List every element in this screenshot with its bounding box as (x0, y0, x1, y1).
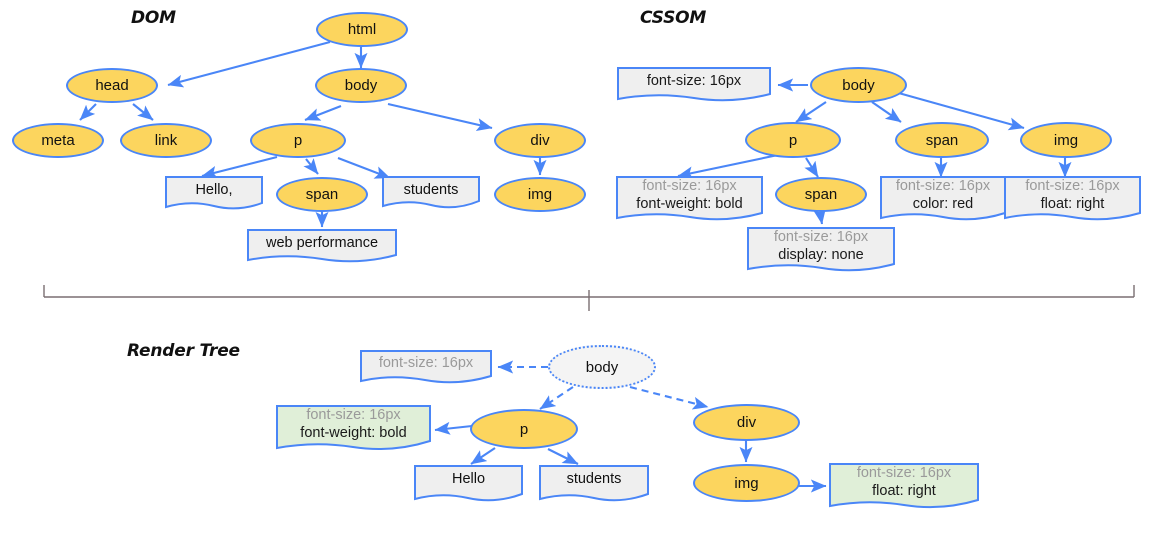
cssom-node-img[interactable]: img (1020, 122, 1112, 158)
render-node-div[interactable]: div (693, 404, 800, 441)
render-text-students-label: students (566, 470, 622, 487)
render-text-students: students (540, 466, 648, 496)
cssom-rule-span-child: font-size: 16px display: none (748, 228, 894, 268)
dom-node-link[interactable]: link (120, 123, 212, 158)
dom-text-students-label: students (403, 181, 459, 198)
dom-node-html[interactable]: html (316, 12, 408, 47)
dom-node-span[interactable]: span (276, 177, 368, 212)
dom-node-div[interactable]: div (494, 123, 586, 158)
cssom-rule-span-sibling-declared: color: red (912, 195, 974, 212)
cssom-rule-span-child-inherited: font-size: 16px (773, 228, 869, 245)
dom-node-meta[interactable]: meta (12, 123, 104, 158)
render-rule-p: font-size: 16px font-weight: bold (277, 406, 430, 446)
render-rule-p-declared: font-weight: bold (300, 424, 407, 441)
cssom-rule-body-declared: font-size: 16px (646, 72, 742, 89)
cssom-section-title: CSSOM (640, 8, 707, 28)
render-text-hello-label: Hello (451, 470, 486, 487)
dom-section-title: DOM (131, 8, 176, 28)
cssom-rule-img-declared: float: right (1040, 195, 1105, 212)
cssom-rule-span-child-declared: display: none (778, 246, 864, 263)
cssom-rule-p: font-size: 16px font-weight: bold (617, 177, 762, 217)
render-node-img[interactable]: img (693, 464, 800, 502)
render-node-body[interactable]: body (548, 345, 656, 389)
section-divider (43, 285, 1135, 311)
cssom-node-span-sibling[interactable]: span (895, 122, 989, 158)
cssom-rule-p-declared: font-weight: bold (636, 195, 743, 212)
dom-node-img[interactable]: img (494, 177, 586, 212)
render-rule-body-inherited: font-size: 16px (378, 355, 474, 372)
dom-text-hello-label: Hello, (195, 181, 233, 198)
cssom-node-span-child[interactable]: span (775, 177, 867, 212)
dom-node-p[interactable]: p (250, 123, 346, 158)
dom-text-web-performance-label: web performance (265, 234, 379, 251)
cssom-rule-img-inherited: font-size: 16px (1025, 177, 1120, 194)
cssom-rule-p-inherited: font-size: 16px (642, 177, 737, 194)
cssom-rule-span-sibling: font-size: 16px color: red (881, 177, 1005, 217)
render-node-p[interactable]: p (470, 409, 578, 449)
render-text-hello: Hello (415, 466, 522, 496)
render-rule-img-declared: float: right (872, 482, 936, 499)
render-rule-p-inherited: font-size: 16px (306, 406, 401, 423)
render-tree-section-title: Render Tree (127, 341, 240, 361)
dom-node-body[interactable]: body (315, 68, 407, 103)
render-rule-img: font-size: 16px float: right (830, 464, 978, 504)
cssom-rule-span-sibling-inherited: font-size: 16px (895, 177, 991, 194)
cssom-node-body[interactable]: body (810, 67, 907, 103)
cssom-rule-body: font-size: 16px (618, 68, 770, 98)
render-rule-img-inherited: font-size: 16px (856, 464, 952, 481)
dom-node-head[interactable]: head (66, 68, 158, 103)
dom-text-web-performance: web performance (248, 230, 396, 260)
render-rule-body: font-size: 16px (361, 351, 491, 380)
cssom-rule-img: font-size: 16px float: right (1005, 177, 1140, 217)
cssom-node-p[interactable]: p (745, 122, 841, 158)
dom-text-hello: Hello, (166, 177, 262, 207)
dom-text-students: students (383, 177, 479, 207)
